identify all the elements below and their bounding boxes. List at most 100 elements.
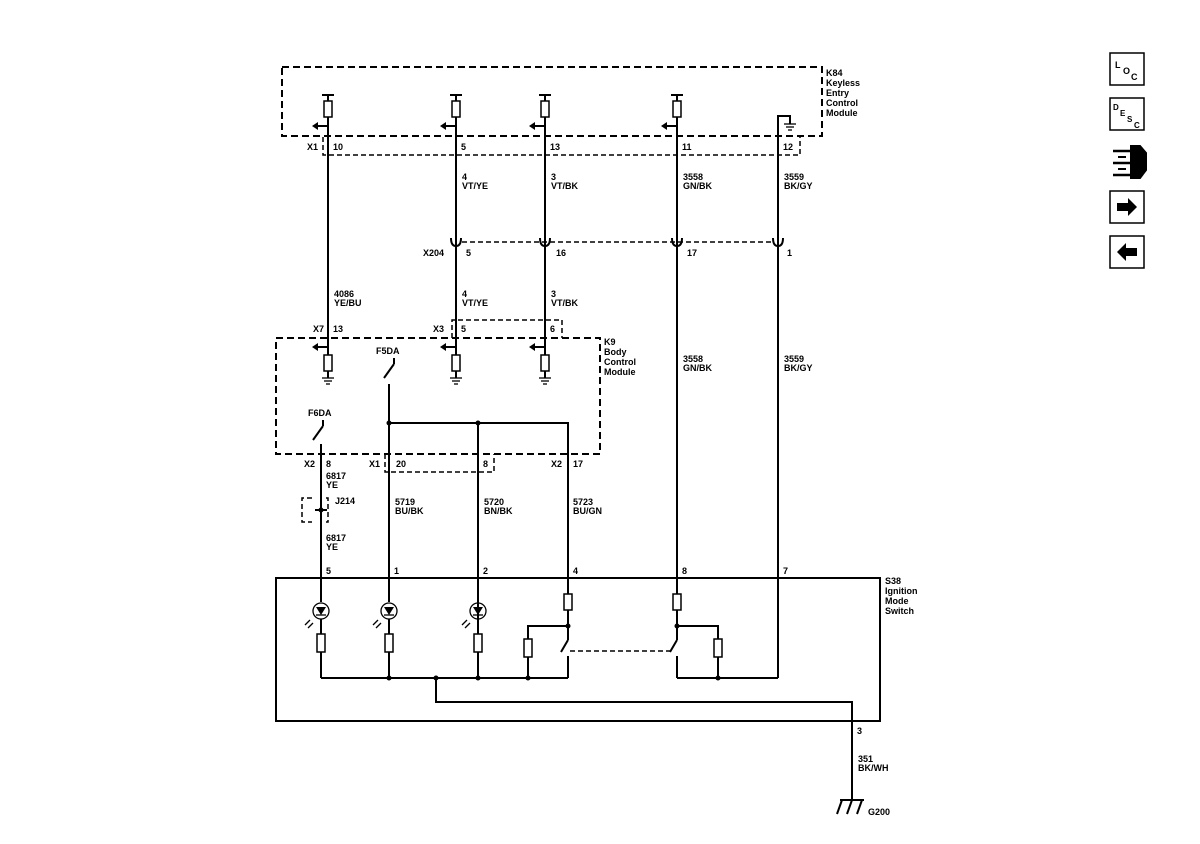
f5da-label: F5DA (376, 346, 400, 356)
x204-pin-16: 16 (556, 248, 566, 258)
switch-contact-8 (669, 593, 723, 678)
wire-5719-color: BU/BK (395, 506, 424, 516)
k9-x2b-pin-17: 17 (573, 459, 583, 469)
k9-x2-pin-8: 8 (326, 459, 331, 469)
s38-pin-5: 5 (326, 566, 331, 576)
k9-name-3: Module (604, 367, 636, 377)
k84-name-1: Keyless (826, 78, 860, 88)
ground-wire-351 (435, 678, 853, 800)
k84-name-3: Control (826, 98, 858, 108)
wire-6817a-color: YE (326, 480, 338, 490)
k9-x2b-label: X2 (551, 459, 562, 469)
wire-351-circuit: 351 (858, 754, 873, 764)
s38-pin-2: 2 (483, 566, 488, 576)
loc-letter-o: O (1123, 66, 1130, 76)
s38-pin-1: 1 (394, 566, 399, 576)
arrow-right-icon (1117, 198, 1137, 216)
k9-name-2: Control (604, 357, 636, 367)
x204-pin-17: 17 (687, 248, 697, 258)
k84-name-2: Entry (826, 88, 849, 98)
splice-dot (386, 675, 392, 681)
k84-name-4: Module (826, 108, 858, 118)
connector-icon[interactable] (1113, 145, 1147, 179)
splice-dot (525, 675, 531, 681)
wire-3559a-color: BK/GY (784, 181, 813, 191)
k84-ground-12 (777, 115, 796, 145)
loc-letter-l: L (1115, 60, 1121, 70)
k9-x3-label: X3 (433, 324, 444, 334)
wire-5723-circuit: 5723 (573, 497, 593, 507)
s38-name-2: Mode (885, 596, 909, 606)
wire-4a-color: VT/YE (462, 181, 488, 191)
wire-5720-circuit: 5720 (484, 497, 504, 507)
k84-pullup-11 (661, 94, 683, 130)
switch-contact-4 (523, 593, 573, 678)
k9-x3-pin-5: 5 (461, 324, 466, 334)
k84-x1-connector-shell (322, 137, 801, 156)
wire-3b-color: VT/BK (551, 298, 579, 308)
x204-pin-1: 1 (787, 248, 792, 258)
s38-pin-7: 7 (783, 566, 788, 576)
k9-pulldown-5 (440, 343, 462, 385)
desc-letter-c: C (1134, 121, 1140, 130)
f5da-switch (383, 358, 395, 594)
led-indicator-1 (372, 594, 398, 678)
arrow-left-icon (1117, 243, 1137, 261)
wire-6817a-circuit: 6817 (326, 471, 346, 481)
k9-x3-connector-shell (451, 319, 563, 338)
k9-name-1: Body (604, 347, 627, 357)
k9-pulldown-13 (312, 343, 334, 385)
k9-module-boundary (275, 337, 601, 455)
wire-3a-circuit: 3 (551, 172, 556, 182)
k9-x1-connector-shell (384, 454, 495, 473)
s38-pin-3: 3 (857, 726, 862, 736)
wire-5720-color: BN/BK (484, 506, 513, 516)
wire-3558b-color: GN/BK (683, 363, 713, 373)
wire-3b-circuit: 3 (551, 289, 556, 299)
k84-pin-5: 5 (461, 142, 466, 152)
led-indicator-2 (461, 594, 487, 678)
j214-splice (301, 497, 329, 594)
led-indicator-5 (304, 594, 330, 678)
k84-pullup-10 (312, 94, 334, 130)
splice-dot (715, 675, 721, 681)
wire-3a-color: VT/BK (551, 181, 579, 191)
location-button[interactable]: L O C (1109, 52, 1145, 86)
x204-terminals (450, 237, 784, 248)
f6da-label: F6DA (308, 408, 332, 418)
k9-output-bus (389, 422, 569, 594)
s38-ref: S38 (885, 576, 901, 586)
j214-label: J214 (335, 496, 355, 506)
splice-dot (475, 675, 481, 681)
k84-module-boundary (281, 66, 823, 137)
s38-name-1: Ignition (885, 586, 918, 596)
wire-5723-color: BU/GN (573, 506, 602, 516)
k9-x1-pin-8: 8 (483, 459, 488, 469)
k9-pulldown-6 (529, 343, 551, 385)
desc-letter-s: S (1127, 115, 1133, 124)
s38-module-boundary (275, 577, 881, 722)
wire-351-color: BK/WH (858, 763, 889, 773)
k84-pullup-13 (529, 94, 551, 130)
k9-x7-pin-13: 13 (333, 324, 343, 334)
wire-3559a-circuit: 3559 (784, 172, 804, 182)
splice-dot (475, 420, 481, 426)
wire-3559b-color: BK/GY (784, 363, 813, 373)
k84-pin-13: 13 (550, 142, 560, 152)
next-page-button[interactable] (1109, 190, 1145, 224)
wire-4086-color: YE/BU (334, 298, 362, 308)
chassis-ground-icon (836, 799, 864, 815)
k9-x2-label: X2 (304, 459, 315, 469)
wire-6817b-color: YE (326, 542, 338, 552)
f6da-switch (312, 420, 324, 500)
k84-pullup-5 (440, 94, 462, 130)
k84-pin-12: 12 (783, 142, 793, 152)
wire-4086-circuit: 4086 (334, 289, 354, 299)
previous-page-button[interactable] (1109, 235, 1145, 269)
s38-pin-4: 4 (573, 566, 578, 576)
s38-name-3: Switch (885, 606, 914, 616)
description-button[interactable]: D E S C (1109, 97, 1145, 131)
wire-3558a-circuit: 3558 (683, 172, 703, 182)
k84-x1-label: X1 (307, 142, 318, 152)
